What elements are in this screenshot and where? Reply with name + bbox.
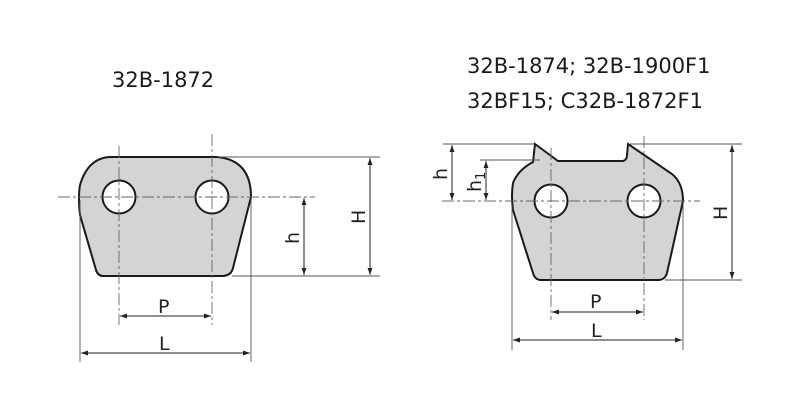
right-part-title-line2: 32BF15; C32B-1872F1 [467, 89, 703, 113]
right-dimension-arrows [449, 145, 735, 343]
label-H: H [348, 210, 370, 224]
left-dimension-arrows [81, 158, 373, 356]
right-plate-outline [511, 142, 685, 281]
label-h1: h 1 [464, 172, 489, 192]
right-centerlines [442, 136, 700, 320]
left-centerlines [58, 134, 315, 325]
left-extension-lines [79, 156, 380, 362]
label-h: h [282, 232, 304, 244]
label-p: P [590, 291, 601, 313]
label-l: L [159, 333, 170, 355]
right-extension-lines [443, 143, 742, 350]
right-part-title-line1: 32B-1874; 32B-1900F1 [467, 54, 711, 78]
right-plate-drawing: h h 1 H P L [430, 136, 742, 350]
left-part-title: 32B-1872 [112, 68, 215, 92]
label-l: L [591, 320, 602, 342]
label-h1-subscript: 1 [474, 172, 489, 180]
label-h1-main: h [464, 180, 486, 192]
left-plate-outline [78, 156, 253, 277]
label-H: H [710, 206, 732, 220]
label-h: h [430, 168, 452, 180]
left-plate-drawing: P L h H [58, 134, 380, 362]
label-p: P [158, 296, 169, 318]
